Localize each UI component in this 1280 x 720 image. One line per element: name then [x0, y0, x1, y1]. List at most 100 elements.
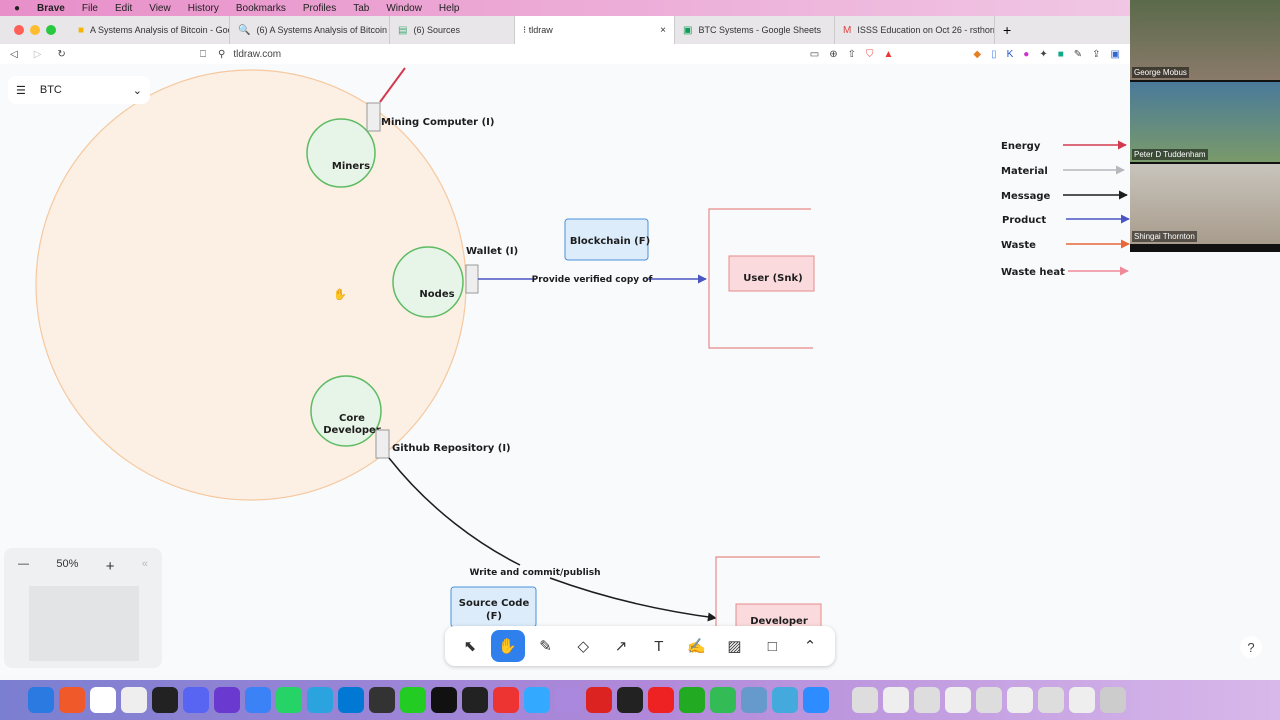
metamask-icon[interactable]: ◆	[973, 48, 982, 60]
menu-brave[interactable]: Brave	[37, 2, 65, 14]
tab-sheets[interactable]: ▣BTC Systems - Google Sheets	[675, 16, 835, 44]
zoom-icon[interactable]: ⊕	[829, 48, 838, 60]
file-icon[interactable]	[121, 687, 147, 713]
user-box[interactable]: User (Snk)	[728, 255, 815, 292]
app-icon[interactable]	[617, 687, 643, 713]
page-menu[interactable]: ☰ BTC ⌄	[8, 76, 150, 104]
maximize-window-button[interactable]	[46, 25, 56, 35]
notion-icon[interactable]	[90, 687, 116, 713]
window-thumbnail[interactable]	[945, 687, 971, 713]
collapse-icon[interactable]: «	[141, 558, 148, 570]
app-icon[interactable]	[741, 687, 767, 713]
puzzle-icon[interactable]: ✦	[1039, 48, 1048, 60]
chevron-down-icon[interactable]: ⌄	[132, 84, 142, 97]
app-icon[interactable]	[524, 687, 550, 713]
minimap[interactable]	[29, 586, 139, 661]
write-arrow-lower[interactable]	[549, 577, 717, 622]
app-icon[interactable]	[462, 687, 488, 713]
rectangle-tool-icon[interactable]: □	[767, 637, 777, 655]
hand-tool-icon[interactable]: ✋	[490, 630, 525, 662]
signal-icon[interactable]	[245, 687, 271, 713]
app-icon[interactable]	[493, 687, 519, 713]
zoom-app-icon[interactable]	[803, 687, 829, 713]
whatsapp-icon[interactable]	[276, 687, 302, 713]
window-thumbnail[interactable]	[1069, 687, 1095, 713]
text-tool-icon[interactable]: T	[654, 637, 664, 655]
forward-icon[interactable]: ▷	[33, 48, 42, 60]
acrobat-icon[interactable]	[586, 687, 612, 713]
menu-edit[interactable]: Edit	[114, 2, 133, 14]
app-icon[interactable]	[400, 687, 426, 713]
image-tool-icon[interactable]: ▨	[727, 638, 742, 655]
window-thumbnail[interactable]	[976, 687, 1002, 713]
apple-icon[interactable]: ●	[14, 2, 21, 14]
blockchain-box[interactable]: Blockchain (F)	[564, 218, 650, 261]
upload-icon[interactable]: ⇪	[1092, 48, 1101, 60]
green-extension-icon[interactable]: ■	[1057, 48, 1064, 60]
k-extension-icon[interactable]: K	[1006, 48, 1014, 60]
arrow-tool-icon[interactable]: ↗	[614, 638, 628, 655]
zoom-in-button[interactable]: +	[105, 558, 115, 575]
nodes-node[interactable]: Nodes	[392, 246, 464, 318]
miners-node[interactable]: Miners	[306, 118, 376, 188]
trash-icon[interactable]	[1100, 687, 1126, 713]
menu-view[interactable]: View	[149, 2, 171, 14]
window-thumbnail[interactable]	[914, 687, 940, 713]
energy-arrow[interactable]	[379, 67, 406, 103]
note-tool-icon[interactable]: ✍	[687, 638, 707, 655]
draw-tool-icon[interactable]: ✎	[539, 638, 552, 655]
finder-icon[interactable]	[28, 687, 54, 713]
url-text[interactable]: tldraw.com	[233, 48, 282, 60]
minimize-window-button[interactable]	[30, 25, 40, 35]
app-icon[interactable]	[369, 687, 395, 713]
close-tab-icon[interactable]: ×	[660, 24, 666, 36]
legend-material[interactable]: Material	[1001, 165, 1125, 177]
menu-bookmarks[interactable]: Bookmarks	[235, 2, 286, 14]
new-tab-button[interactable]: +	[1003, 22, 1012, 38]
app-icon[interactable]	[648, 687, 674, 713]
share-icon[interactable]: ⇧	[847, 48, 856, 60]
brave-shield-icon[interactable]: ⛉	[865, 48, 874, 60]
menu-profiles[interactable]: Profiles	[302, 2, 337, 14]
app-icon[interactable]	[710, 687, 736, 713]
brave-icon[interactable]	[59, 687, 85, 713]
github-interface[interactable]	[375, 429, 390, 459]
legend-waste[interactable]: Waste	[1001, 239, 1130, 251]
site-settings-icon[interactable]: ⚲	[218, 48, 226, 60]
word-app-icon[interactable]	[214, 687, 240, 713]
legend-message[interactable]: Message	[1001, 190, 1128, 202]
discord-icon[interactable]	[183, 687, 209, 713]
legend-product[interactable]: Product	[1002, 214, 1130, 226]
menu-window[interactable]: Window	[386, 2, 422, 14]
close-window-button[interactable]	[14, 25, 24, 35]
app-icon[interactable]	[679, 687, 705, 713]
back-icon[interactable]: ◁	[10, 48, 18, 60]
legend-energy[interactable]: Energy	[1001, 140, 1127, 152]
menu-tab[interactable]: Tab	[353, 2, 370, 14]
save-icon[interactable]: ▣	[1110, 48, 1120, 60]
menu-history[interactable]: History	[187, 2, 219, 14]
bookmark-icon[interactable]: ⎕	[200, 48, 206, 60]
cast-icon[interactable]: ▭	[809, 48, 820, 60]
help-button[interactable]: ?	[1240, 636, 1262, 658]
window-thumbnail[interactable]	[883, 687, 909, 713]
telegram-icon[interactable]	[307, 687, 333, 713]
eraser-tool-icon[interactable]: ◇	[577, 638, 590, 655]
color-extension-icon[interactable]: ●	[1023, 48, 1030, 60]
write-arrow-upper[interactable]	[388, 457, 521, 566]
chatgpt-icon[interactable]	[431, 687, 457, 713]
tab-tldraw[interactable]: ⁝ tldraw×	[515, 16, 675, 44]
window-thumbnail[interactable]	[1007, 687, 1033, 713]
eyedropper-icon[interactable]: ✎	[1073, 48, 1083, 60]
vscode-icon[interactable]	[338, 687, 364, 713]
terminal-icon[interactable]	[152, 687, 178, 713]
window-thumbnail[interactable]	[852, 687, 878, 713]
more-tools-chevron-icon[interactable]: ⌃	[803, 638, 817, 655]
zoom-out-button[interactable]: —	[18, 558, 29, 570]
wallet-interface[interactable]	[465, 264, 479, 294]
zoom-level[interactable]: 50%	[56, 558, 79, 570]
mining-computer-interface[interactable]	[366, 102, 381, 132]
